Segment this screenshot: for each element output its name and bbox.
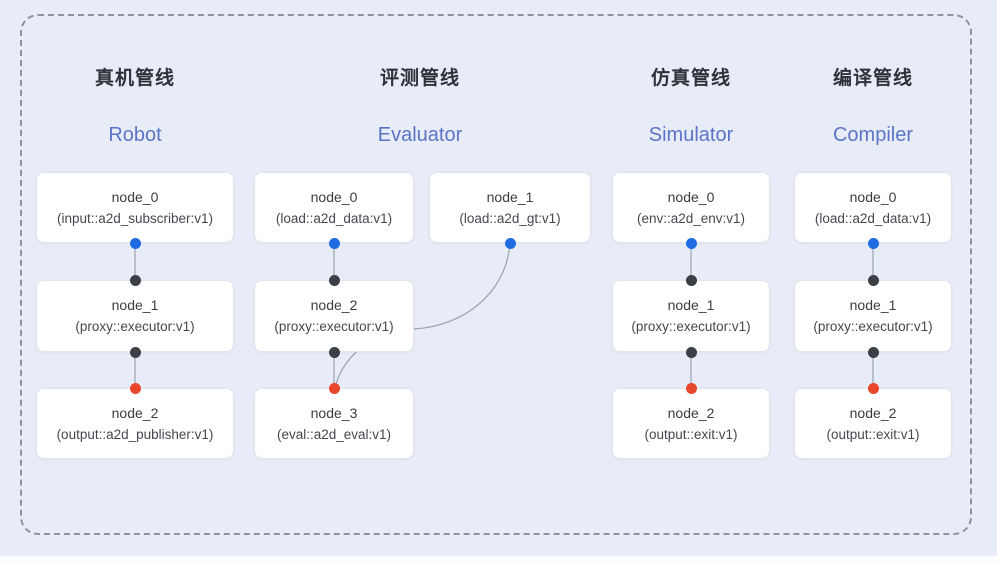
node-name: node_2	[111, 404, 159, 421]
node-name: node_0	[667, 188, 715, 205]
node-name: node_1	[849, 297, 897, 313]
node-simulator-2: node_2 (output::exit:v1)	[612, 388, 770, 459]
evaluator-n3-input-port-dot	[329, 383, 340, 394]
robot-n1-output-port-dot	[130, 347, 141, 358]
node-evaluator-1: node_1 (load::a2d_gt:v1)	[429, 172, 591, 243]
pipeline-subtitle-evaluator: Evaluator	[377, 124, 463, 146]
node-robot-1: node_1 (proxy::executor:v1)	[36, 280, 234, 352]
node-simulator-1: node_1 (proxy::executor:v1)	[612, 280, 770, 352]
node-name: node_2	[667, 404, 715, 421]
node-compiler-1: node_1 (proxy::executor:v1)	[794, 280, 952, 352]
pipeline-title-compiler: 编译管线	[832, 68, 913, 89]
node-evaluator-0: node_0 (load::a2d_data:v1)	[254, 172, 414, 243]
evaluator-n2-input-port-dot	[329, 275, 340, 286]
simulator-n2-input-port-dot	[686, 383, 697, 394]
pipeline-subtitle-robot: Robot	[108, 124, 162, 146]
compiler-n1-output-port-dot	[868, 347, 879, 358]
pipeline-title-evaluator: 评测管线	[379, 68, 460, 89]
evaluator-n0-output-port-dot	[329, 238, 340, 249]
compiler-n0-output-port-dot	[868, 238, 879, 249]
node-detail: (proxy::executor:v1)	[75, 319, 195, 334]
node-name: node_3	[310, 404, 358, 421]
node-name: node_0	[111, 188, 159, 205]
node-name: node_1	[486, 188, 534, 205]
node-name: node_2	[310, 297, 358, 313]
node-simulator-0: node_0 (env::a2d_env:v1)	[612, 172, 770, 243]
node-detail: (proxy::executor:v1)	[274, 319, 394, 334]
node-robot-0: node_0 (input::a2d_subscriber:v1)	[36, 172, 234, 243]
node-name: node_1	[667, 297, 715, 313]
simulator-n0-output-port-dot	[686, 238, 697, 249]
compiler-n1-input-port-dot	[868, 275, 879, 286]
node-name: node_1	[111, 297, 159, 313]
node-detail: (eval::a2d_eval:v1)	[276, 426, 392, 442]
edge-evaluator-n1-n3-curve	[335, 242, 511, 385]
evaluator-n1-output-port-dot	[505, 238, 516, 249]
node-detail: (load::a2d_gt:v1)	[459, 210, 561, 226]
pipeline-subtitle-simulator: Simulator	[648, 124, 734, 146]
node-detail: (proxy::executor:v1)	[631, 319, 751, 334]
node-detail: (output::a2d_publisher:v1)	[56, 426, 214, 442]
node-detail: (load::a2d_data:v1)	[814, 210, 932, 226]
pipeline-subtitle-compiler: Compiler	[832, 124, 914, 146]
node-detail: (input::a2d_subscriber:v1)	[56, 210, 214, 226]
node-evaluator-2: node_2 (proxy::executor:v1)	[254, 280, 414, 352]
node-detail: (env::a2d_env:v1)	[636, 210, 746, 226]
diagram-dashed-border	[20, 14, 972, 535]
robot-n0-output-port-dot	[130, 238, 141, 249]
robot-n2-input-port-dot	[130, 383, 141, 394]
pipeline-title-simulator: 仿真管线	[650, 68, 731, 89]
simulator-n1-input-port-dot	[686, 275, 697, 286]
pipeline-title-robot: 真机管线	[94, 68, 175, 89]
bottom-white-strip	[0, 556, 997, 563]
node-detail: (load::a2d_data:v1)	[275, 210, 393, 226]
node-robot-2: node_2 (output::a2d_publisher:v1)	[36, 388, 234, 459]
evaluator-n2-output-port-dot	[329, 347, 340, 358]
simulator-n1-output-port-dot	[686, 347, 697, 358]
node-detail: (output::exit:v1)	[644, 426, 738, 442]
node-evaluator-3: node_3 (eval::a2d_eval:v1)	[254, 388, 414, 459]
node-compiler-0: node_0 (load::a2d_data:v1)	[794, 172, 952, 243]
node-compiler-2: node_2 (output::exit:v1)	[794, 388, 952, 459]
node-name: node_0	[310, 188, 358, 205]
node-detail: (proxy::executor:v1)	[813, 319, 933, 334]
compiler-n2-input-port-dot	[868, 383, 879, 394]
robot-n1-input-port-dot	[130, 275, 141, 286]
node-detail: (output::exit:v1)	[826, 426, 920, 442]
node-name: node_0	[849, 188, 897, 205]
node-name: node_2	[849, 404, 897, 421]
